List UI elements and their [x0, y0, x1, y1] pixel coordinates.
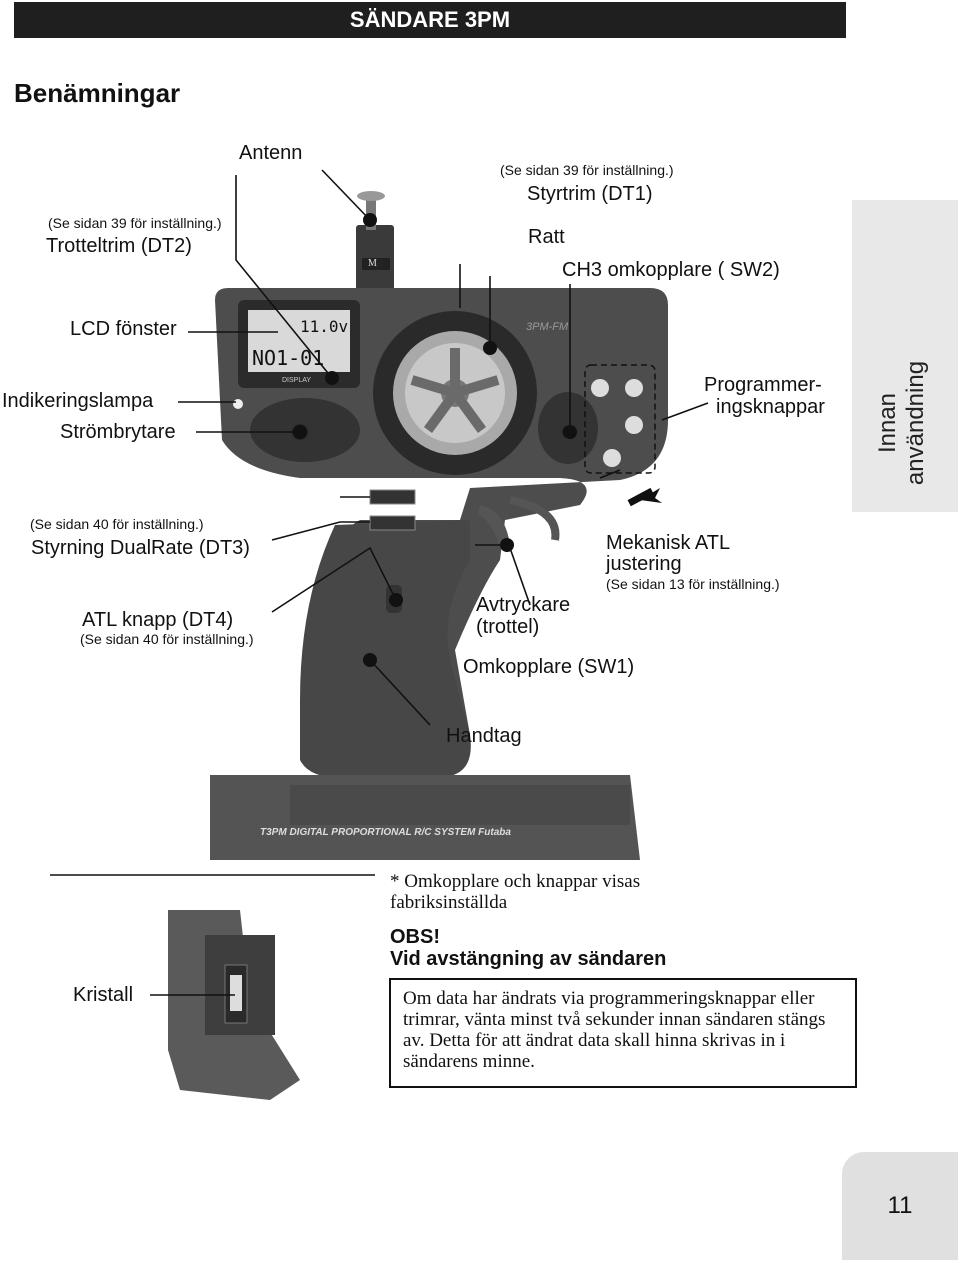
- note-dt4: (Se sidan 40 för inställning.): [80, 631, 254, 647]
- lcd-bottom: NO1-01: [252, 346, 324, 370]
- label-styrtrim: Styrtrim (DT1): [527, 183, 653, 205]
- display-label: DISPLAY: [282, 377, 311, 384]
- warning-text: Om data har ändrats via programmeringskn…: [403, 988, 826, 1072]
- base-text: T3PM DIGITAL PROPORTIONAL R/C SYSTEM Fut…: [260, 827, 511, 838]
- label-programmer-2: ingsknappar: [716, 396, 825, 418]
- page-number: 11: [842, 1152, 958, 1260]
- label-handtag: Handtag: [446, 725, 522, 747]
- label-omkopplare: Omkopplare (SW1): [463, 656, 635, 678]
- obs-subtitle: Vid avstängning av sändaren: [390, 948, 667, 970]
- label-strombrytare: Strömbrytare: [60, 421, 176, 443]
- note-atl: (Se sidan 13 för inställning.): [606, 576, 780, 592]
- label-programmer-1: Programmer-: [704, 374, 822, 396]
- note-dt1: (Se sidan 39 för inställning.): [500, 162, 674, 178]
- label-trotteltrim: Trotteltrim (DT2): [46, 235, 192, 257]
- label-indikering: Indikeringslampa: [2, 390, 154, 412]
- obs-title: OBS!: [390, 926, 440, 948]
- warning-box: Om data har ändrats via programmeringskn…: [389, 978, 857, 1088]
- label-ch3: CH3 omkopplare ( SW2): [562, 259, 780, 281]
- header-title: SÄNDARE 3PM: [349, 7, 511, 32]
- label-lcd: LCD fönster: [70, 318, 177, 340]
- label-dualrate: Styrning DualRate (DT3): [31, 537, 250, 559]
- label-mekanisk-1: Mekanisk ATL: [606, 532, 731, 554]
- label-atl-knapp: ATL knapp (DT4): [82, 609, 234, 631]
- label-ratt: Ratt: [528, 226, 565, 248]
- label-mekanisk-2: justering: [606, 553, 682, 575]
- antenna-mark: M: [368, 258, 377, 269]
- antenna: M: [356, 191, 394, 295]
- label-antenn: Antenn: [239, 142, 303, 164]
- note-dt2: (Se sidan 39 för inställning.): [48, 215, 222, 231]
- note-dt3: (Se sidan 40 för inställning.): [30, 516, 204, 532]
- label-avtryckare-1: Avtryckare: [476, 594, 571, 616]
- page-number-text: 11: [887, 1192, 913, 1219]
- model-label: 3PM-FM: [526, 321, 569, 333]
- label-kristall: Kristall: [73, 984, 134, 1006]
- factory-note: * Omkopplare och knappar visas fabriksin…: [390, 871, 641, 913]
- label-avtryckare-2: (trottel): [476, 616, 540, 638]
- side-tab: [852, 200, 958, 512]
- section-title: Benämningar: [14, 78, 181, 108]
- page-header: SÄNDARE 3PM: [14, 2, 846, 38]
- lcd-top: 11.0v: [300, 317, 348, 336]
